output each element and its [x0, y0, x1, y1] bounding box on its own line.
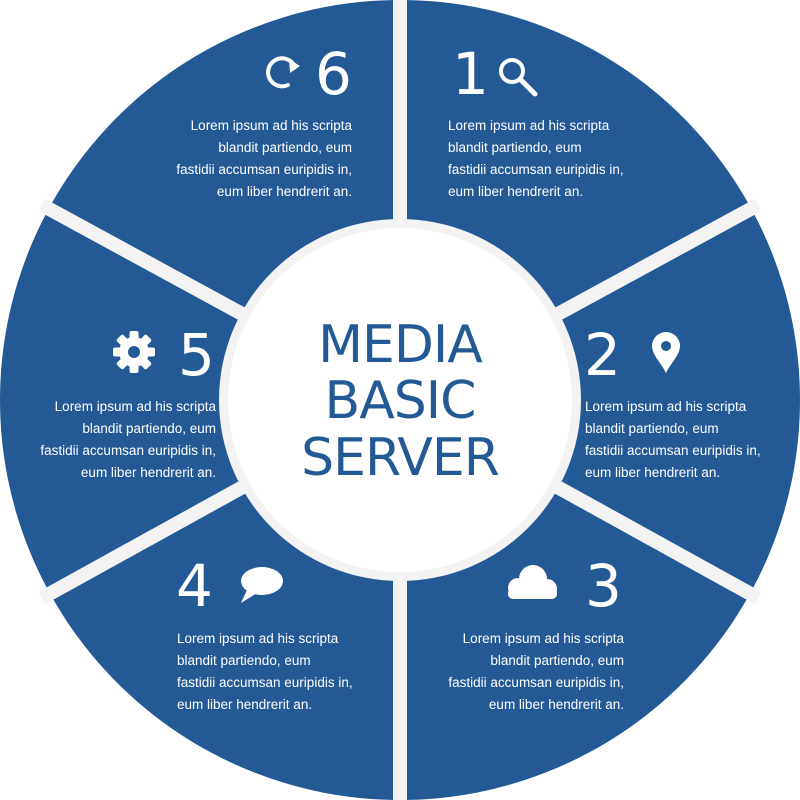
segment-5: 5 Lorem ipsum ad his scripta blandit par…: [40, 321, 216, 480]
segment-6-text-line-2: blandit partiendo, eum: [218, 140, 352, 155]
segment-2-text-line-3: fastidii accumsan euripidis in,: [585, 443, 761, 458]
segment-3: 3 Lorem ipsum ad his scripta blandit par…: [448, 552, 624, 712]
segment-5-text-line-2: blandit partiendo, eum: [82, 421, 216, 436]
segment-4-text-line-1: Lorem ipsum ad his scripta: [177, 631, 339, 646]
segment-5-text-line-4: eum liber hendrerit an.: [81, 465, 216, 480]
segment-4: 4 Lorem ipsum ad his scripta blandit par…: [176, 552, 353, 712]
center-title-line-1: MEDIA: [318, 315, 483, 375]
segment-1-text-line-3: fastidii accumsan euripidis in,: [448, 162, 624, 177]
segment-2-number: 2: [584, 321, 621, 389]
segment-5-text-line-3: fastidii accumsan euripidis in,: [40, 443, 216, 458]
segment-1-text-line-1: Lorem ipsum ad his scripta: [448, 118, 610, 133]
segment-6-text-line-4: eum liber hendrerit an.: [217, 184, 352, 199]
segment-1-number: 1: [452, 40, 489, 108]
segment-4-text-line-2: blandit partiendo, eum: [177, 653, 311, 668]
segment-1-text-line-2: blandit partiendo, eum: [448, 140, 582, 155]
segment-6-number: 6: [315, 40, 352, 108]
segment-dividers: [38, 0, 762, 800]
segment-4-text-line-4: eum liber hendrerit an.: [177, 697, 312, 712]
search-icon: [499, 58, 538, 97]
segment-2-text-line-4: eum liber hendrerit an.: [585, 465, 720, 480]
cloud-icon: [508, 565, 557, 599]
segment-3-text-line-3: fastidii accumsan euripidis in,: [448, 675, 624, 690]
segment-2: 2 Lorem ipsum ad his scripta blandit par…: [584, 321, 761, 480]
refresh-icon: [266, 56, 300, 89]
center-title-line-3: SERVER: [301, 428, 499, 488]
location-pin-icon: [652, 332, 680, 373]
segment-2-text-line-2: blandit partiendo, eum: [585, 421, 719, 436]
segment-4-text-line-3: fastidii accumsan euripidis in,: [177, 675, 353, 690]
segment-2-text-line-1: Lorem ipsum ad his scripta: [585, 399, 747, 414]
segment-4-number: 4: [176, 552, 213, 620]
segment-3-text-line-4: eum liber hendrerit an.: [489, 697, 624, 712]
segment-1-text-line-4: eum liber hendrerit an.: [448, 184, 583, 199]
center-title-line-2: BASIC: [325, 371, 476, 431]
gear-icon: [113, 331, 155, 373]
segment-3-text-line-1: Lorem ipsum ad his scripta: [463, 631, 625, 646]
segment-5-text-line-1: Lorem ipsum ad his scripta: [55, 399, 217, 414]
segment-6-text-line-1: Lorem ipsum ad his scripta: [191, 118, 353, 133]
segment-6-text-line-3: fastidii accumsan euripidis in,: [176, 162, 352, 177]
segment-3-number: 3: [585, 552, 622, 620]
segment-1: 1 Lorem ipsum ad his scripta blandit par…: [448, 40, 624, 199]
segment-3-text-line-2: blandit partiendo, eum: [490, 653, 624, 668]
segment-5-number: 5: [178, 321, 215, 389]
segment-6: 6 Lorem ipsum ad his scripta blandit par…: [176, 40, 352, 199]
center-circle: [228, 228, 572, 572]
chat-bubble-icon: [241, 567, 283, 603]
